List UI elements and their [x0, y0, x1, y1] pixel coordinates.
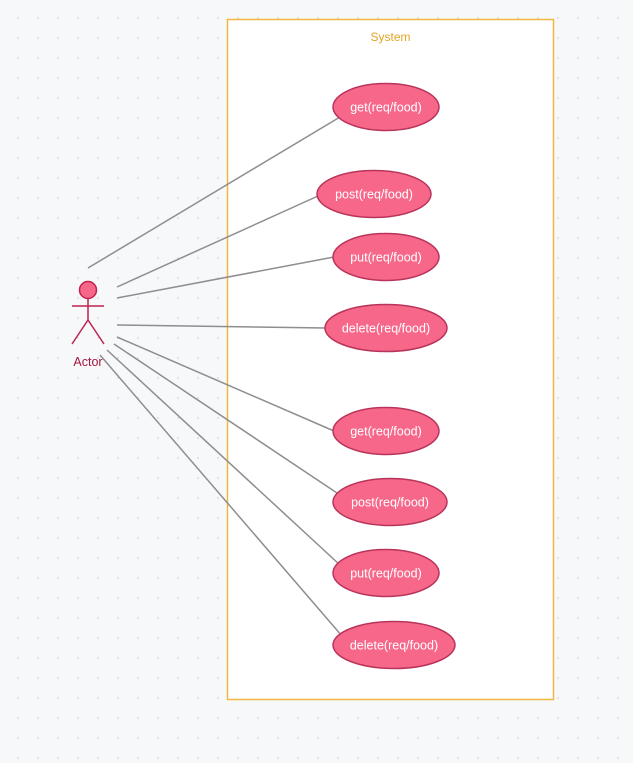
use-case-label: put(req/food): [350, 251, 422, 265]
use-case-label: delete(req/food): [342, 322, 430, 336]
use-case-ellipse[interactable]: [316, 169, 432, 219]
use-case-ellipse[interactable]: [332, 620, 456, 670]
use-case-ellipse[interactable]: [332, 477, 448, 527]
association-line-6[interactable]: [113, 343, 338, 494]
use-case-8[interactable]: delete(req/food): [332, 620, 456, 670]
system-label: System: [370, 30, 410, 44]
use-case-label: post(req/food): [351, 496, 429, 510]
use-case-ellipse[interactable]: [332, 82, 440, 132]
association-line-8[interactable]: [99, 354, 343, 637]
use-case-label: get(req/food): [350, 101, 422, 115]
association-line-4[interactable]: [116, 324, 327, 329]
association-line-1[interactable]: [87, 116, 341, 269]
use-case-ellipse[interactable]: [332, 548, 440, 598]
use-case-5[interactable]: get(req/food): [332, 406, 440, 456]
association-lines: [87, 116, 343, 637]
use-case-ellipse[interactable]: [332, 406, 440, 456]
use-case-4[interactable]: delete(req/food): [324, 303, 448, 353]
actor-head-icon: [78, 280, 98, 300]
actor-label: Actor: [73, 355, 102, 369]
use-case-3[interactable]: put(req/food): [332, 232, 440, 282]
use-case-ellipse[interactable]: [324, 303, 448, 353]
use-case-label: get(req/food): [350, 425, 422, 439]
use-case-label: delete(req/food): [350, 639, 438, 653]
association-line-2[interactable]: [116, 195, 319, 288]
use-case-ellipse[interactable]: [332, 232, 440, 282]
association-line-7[interactable]: [106, 349, 341, 566]
actor-left-leg: [71, 319, 89, 345]
use-case-7[interactable]: put(req/food): [332, 548, 440, 598]
use-case-label: put(req/food): [350, 567, 422, 581]
association-line-5[interactable]: [116, 336, 335, 432]
use-cases: get(req/food) post(req/food) put(req/food)…: [316, 82, 456, 670]
association-line-3[interactable]: [116, 256, 335, 299]
actor-right-leg: [87, 319, 105, 345]
use-case-label: post(req/food): [335, 188, 413, 202]
actor[interactable]: Actor: [71, 280, 105, 370]
use-case-1[interactable]: get(req/food): [332, 82, 440, 132]
use-case-2[interactable]: post(req/food): [316, 169, 432, 219]
use-case-6[interactable]: post(req/food): [332, 477, 448, 527]
